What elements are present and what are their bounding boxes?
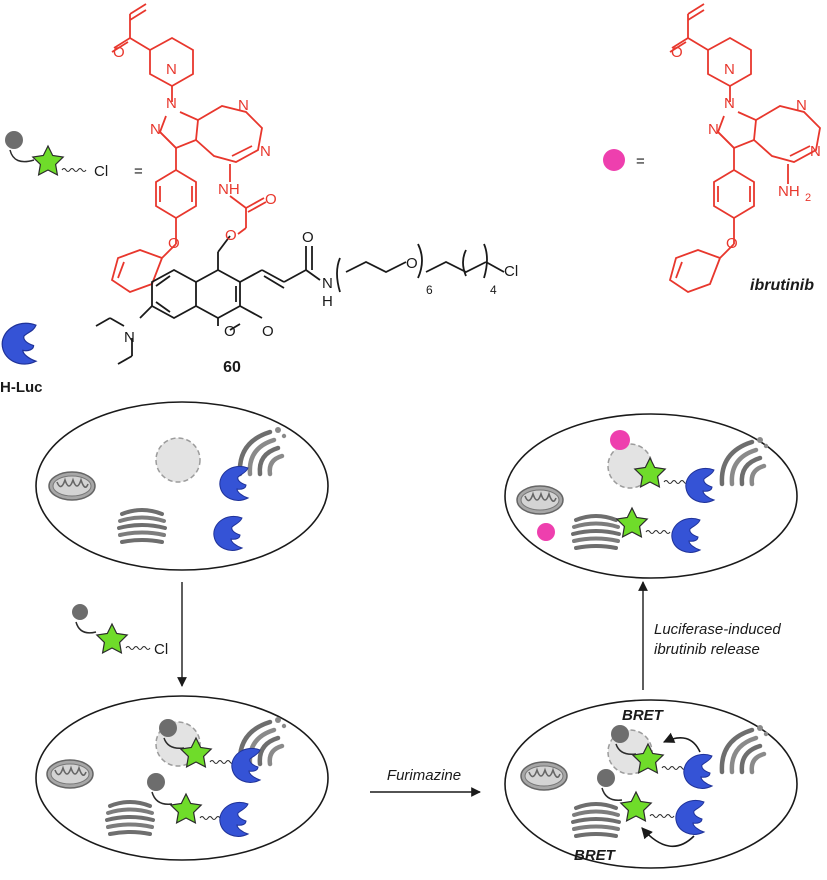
ibrutinib-warhead-bonds <box>110 3 267 294</box>
atom-nh-carbamate: NH <box>218 181 240 198</box>
atom-o-ether: O <box>168 235 180 252</box>
furimazine-label: Furimazine <box>387 767 461 784</box>
atom-n-pip: N <box>166 61 177 78</box>
atom-n-pyr2: N <box>260 143 271 160</box>
bret-arrow-bottom <box>641 827 695 848</box>
luciferase-icon <box>1 322 37 365</box>
arrow-cl-label: Cl <box>154 641 168 658</box>
caged-cargo-icon <box>611 725 629 743</box>
ibrutinib-dot-icon <box>603 149 625 171</box>
atom-o-acryl: O <box>113 44 125 61</box>
coumarin-linker-bonds <box>95 235 505 365</box>
atom-n1: N <box>166 95 177 112</box>
subscript-6: 6 <box>426 283 433 297</box>
ibrutinib-dot-icon <box>610 430 630 450</box>
ibrutinib-equals: = <box>636 153 645 170</box>
bret-label-bottom: BRET <box>574 847 617 864</box>
atom-o-amide: O <box>302 229 314 246</box>
caged-cargo-icon <box>159 719 177 737</box>
luciferase-label: H-Luc <box>0 379 43 396</box>
cell-drug-released <box>504 413 798 579</box>
bret-arrow-top <box>662 732 701 753</box>
subscript-4: 4 <box>490 283 497 297</box>
atom-o-lactone-co: O <box>262 323 274 340</box>
probe-icon-legend: Cl = <box>5 131 143 180</box>
atom-o-carbonyl: O <box>265 191 277 208</box>
atom-o-peg: O <box>406 255 418 272</box>
star-fluorophore-icon <box>96 623 128 654</box>
atom-cl: Cl <box>504 263 518 280</box>
atom-n-pyr1: N <box>238 97 249 114</box>
structure-atom-labels: O N N N N N NH O O O N O O O N H O 6 4 C… <box>113 44 518 346</box>
ibr-atom-nh2: NH <box>778 183 800 200</box>
cell-membrane <box>35 401 329 571</box>
luciferase-legend: H-Luc <box>0 322 43 396</box>
linker-wiggle-icon <box>61 167 87 173</box>
mitochondrion-icon <box>48 471 96 501</box>
mitochondrion-icon <box>46 759 94 789</box>
release-label-line1: Luciferase-induced <box>654 621 781 638</box>
step-arrow-release: Luciferase-induced ibrutinib release <box>638 581 781 690</box>
bret-label-top: BRET <box>622 707 665 724</box>
ibr-atom-n2: N <box>708 121 719 138</box>
atom-n2: N <box>150 121 161 138</box>
compound-label-60: 60 <box>223 359 241 376</box>
cell-bret-activation: BRET BRET <box>504 699 798 869</box>
ibr-atom-n1: N <box>724 95 735 112</box>
cell-membrane <box>504 699 798 869</box>
atom-o-ester: O <box>225 227 237 244</box>
ibr-atom-n-pyr2: N <box>810 143 821 160</box>
atom-n-amine: N <box>124 329 135 346</box>
release-label-line2: ibrutinib release <box>654 641 760 658</box>
compound-60-structure: O N N N N N NH O O O N O O O N H O 6 4 C… <box>95 3 518 376</box>
step-arrow-probe-addition: Cl <box>72 582 187 687</box>
atom-n-amide: N <box>322 275 333 292</box>
ibr-atom-o: O <box>671 44 683 61</box>
cell-probe-labeled <box>35 695 329 861</box>
caged-cargo-icon <box>72 604 88 620</box>
caged-cargo-icon <box>597 769 615 787</box>
ibrutinib-dot-icon <box>537 523 555 541</box>
ibrutinib-label: ibrutinib <box>750 277 814 294</box>
cell-membrane <box>504 413 798 579</box>
step-arrow-furimazine: Furimazine <box>370 767 481 797</box>
linker-wiggle-icon <box>125 645 151 651</box>
atom-h-amide: H <box>322 293 333 310</box>
ibrutinib-atom-labels: O N N N N N NH 2 O <box>671 44 821 252</box>
ibr-atom-n-pyr1: N <box>796 97 807 114</box>
legend-cl: Cl <box>94 163 108 180</box>
ibr-subscript-2: 2 <box>805 192 811 204</box>
legend-equals: = <box>134 163 143 180</box>
atom-o-lactone: O <box>224 323 236 340</box>
cell-initial <box>35 401 329 571</box>
vesicle-icon <box>155 437 201 483</box>
ibrutinib-bonds <box>668 3 821 294</box>
mitochondrion-icon <box>520 761 568 791</box>
ibrutinib-structure: = O N N N <box>603 3 821 294</box>
ibr-atom-o-ether: O <box>726 235 738 252</box>
ibr-atom-n-pip: N <box>724 61 735 78</box>
mitochondrion-icon <box>516 485 564 515</box>
star-fluorophore-icon <box>32 145 64 176</box>
caged-cargo-icon <box>147 773 165 791</box>
caged-cargo-icon <box>5 131 23 149</box>
